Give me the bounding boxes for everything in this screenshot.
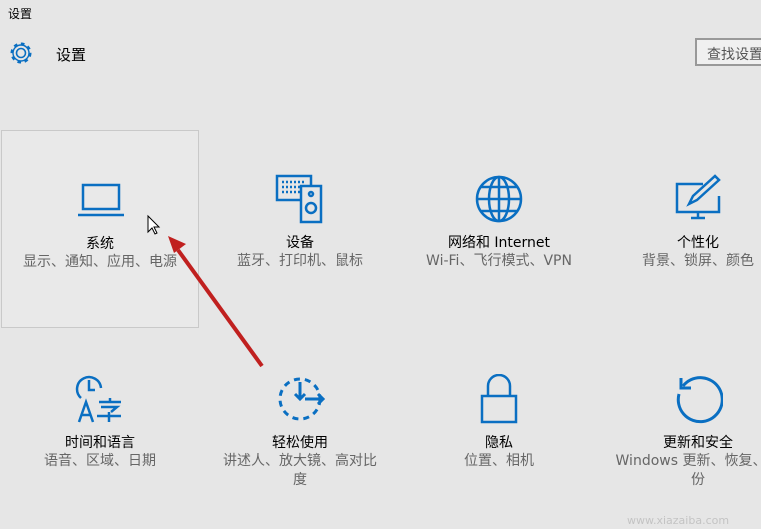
tile-title: 个性化 — [677, 235, 719, 251]
tile-subtitle: 显示、通知、应用、电源 — [23, 254, 177, 270]
mouse-cursor-icon — [147, 214, 161, 235]
tile-title: 设备 — [286, 235, 314, 251]
tile-title: 系统 — [86, 236, 114, 252]
tile-subtitle: 讲述人、放大镜、高对比度 — [223, 453, 377, 488]
tile-ease-of-access[interactable]: 轻松使用 讲述人、放大镜、高对比度 — [201, 330, 399, 528]
annotation-arrow — [176, 248, 264, 368]
tile-subtitle: 背景、锁屏、颜色 — [642, 253, 754, 269]
tile-system[interactable]: 系统 显示、通知、应用、电源 — [1, 130, 199, 328]
tile-subtitle: 蓝牙、打印机、鼠标 — [237, 253, 363, 269]
time-language-icon — [75, 375, 121, 423]
watermark: www.xiazaiba.com — [627, 514, 730, 527]
tile-subtitle: 位置、相机 — [464, 453, 534, 469]
page-title: 设置 — [56, 46, 87, 64]
tile-devices[interactable]: 设备 蓝牙、打印机、鼠标 — [201, 130, 399, 328]
lock-icon — [480, 374, 518, 424]
personalization-icon — [675, 174, 721, 220]
update-icon — [676, 376, 723, 424]
tile-title: 隐私 — [485, 435, 513, 451]
tile-subtitle: 语音、区域、日期 — [44, 453, 156, 469]
devices-icon — [275, 174, 323, 224]
tile-personalization[interactable]: 个性化 背景、锁屏、颜色 — [599, 130, 761, 328]
gear-icon — [10, 42, 32, 64]
tile-time-language[interactable]: 时间和语言 语音、区域、日期 — [1, 330, 199, 528]
laptop-icon — [78, 183, 124, 217]
tile-subtitle: Windows 更新、恢复、备份 — [615, 453, 761, 488]
search-input[interactable]: 查找设置 — [695, 38, 761, 66]
tile-title: 更新和安全 — [663, 435, 733, 451]
window-title: 设置 — [8, 7, 33, 21]
globe-icon — [475, 175, 523, 223]
ease-of-access-icon — [278, 377, 325, 421]
tile-title: 网络和 Internet — [447, 235, 551, 251]
arrow-head — [168, 236, 186, 253]
tile-network[interactable]: 网络和 Internet Wi-Fi、飞行模式、VPN — [400, 130, 598, 328]
tile-privacy[interactable]: 隐私 位置、相机 — [400, 330, 598, 528]
tile-subtitle: Wi-Fi、飞行模式、VPN — [426, 253, 572, 269]
tile-title: 时间和语言 — [65, 435, 135, 451]
tile-title: 轻松使用 — [272, 435, 328, 451]
tile-update-security[interactable]: 更新和安全 Windows 更新、恢复、备份 — [599, 330, 761, 528]
